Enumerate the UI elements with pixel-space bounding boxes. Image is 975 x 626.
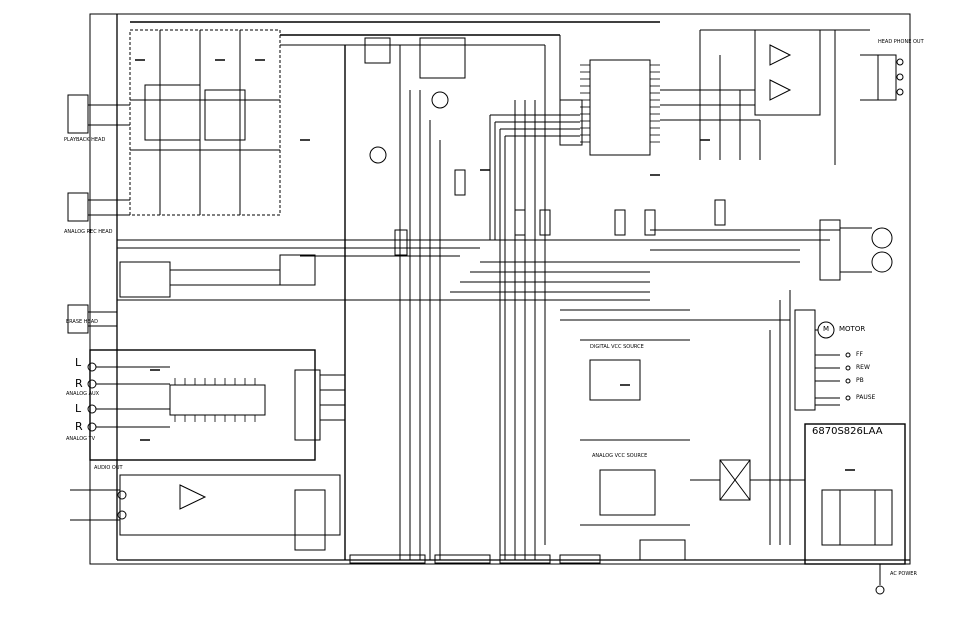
channel-left-1: L — [75, 356, 82, 369]
digital-vcc-label: DIGITAL VCC SOURCE — [590, 344, 644, 350]
playback-head-label: PLAYBACK HEAD — [64, 137, 106, 143]
switch-pause-label: PAUSE — [856, 394, 876, 401]
erase-head-label: ERASE HEAD — [66, 319, 98, 325]
analog-vcc-label: ANALOG VCC SOURCE — [592, 453, 648, 459]
audio-aux-label: ANALOG AUX — [66, 391, 100, 397]
bottom-connector-4 — [559, 554, 601, 564]
headphone-label: HEAD PHONE OUT — [878, 39, 924, 45]
motor-connector — [794, 309, 816, 411]
preamp-block — [129, 29, 281, 216]
bottom-connector-2 — [434, 554, 491, 564]
opamp-block — [754, 29, 821, 116]
switch-ff-label: FF — [856, 351, 863, 358]
motor-label: MOTOR — [839, 325, 866, 333]
board-outline — [89, 13, 911, 565]
motor-symbol: M — [823, 325, 830, 333]
channel-right-1: R — [75, 377, 83, 390]
rec-head-label: ANALOG REC HEAD — [64, 229, 113, 235]
main-ic — [589, 59, 651, 156]
bottom-connector-3 — [499, 554, 551, 564]
channel-right-2: R — [75, 420, 83, 433]
audio-out-label: AUDIO OUT — [94, 465, 123, 471]
bottom-connector-1 — [349, 554, 426, 564]
ac-power-label: AC POWER — [890, 571, 917, 577]
switch-rew-label: REW — [856, 364, 870, 371]
power-supply-block — [804, 423, 906, 565]
switch-pb-label: PB — [856, 377, 864, 384]
audio-tv-label: ANALOG TV — [66, 436, 96, 442]
part-number-label: 6870S826LAA — [812, 426, 883, 437]
channel-left-2: L — [75, 402, 82, 415]
